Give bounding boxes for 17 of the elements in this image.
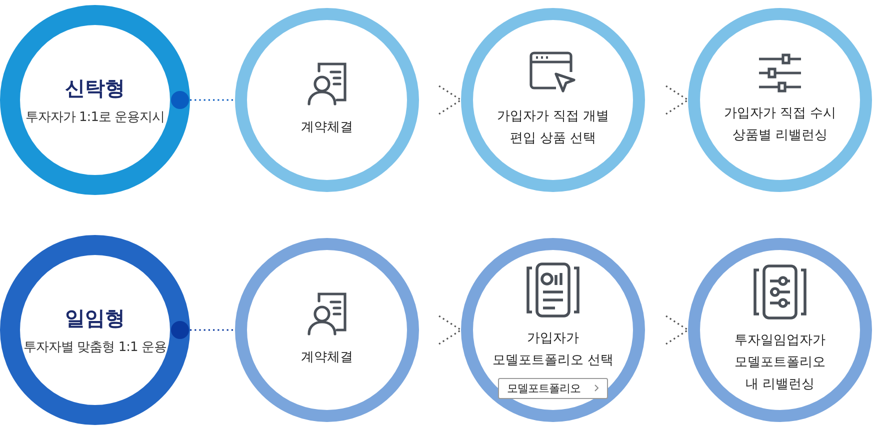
step-text: 투자일임업자가 모델포트폴리오 내 리밸런싱 [734, 332, 826, 394]
type-description: 투자자별 맞춤형 1:1 운용 [24, 338, 166, 356]
step-text: 가입자가 직접 수시 상품별 리밸런싱 [722, 105, 838, 145]
dotted-connector [171, 91, 235, 109]
type-title: 일임형 [65, 304, 125, 332]
chevron-arrow [666, 315, 690, 345]
step-text: 계약체결 [301, 349, 353, 367]
chevron-arrow [438, 315, 462, 345]
type-title: 신탁형 [65, 74, 125, 102]
chevron-arrow [438, 85, 462, 115]
type-description: 투자자가 1:1로 운용지시 [25, 108, 165, 126]
step-text: 계약체결 [301, 119, 353, 137]
link-button: 모델포트폴리오 [498, 378, 608, 398]
step-text: 가입자가 직접 개별 편입 상품 선택 [496, 108, 610, 148]
step-text: 가입자가 모델포트폴리오 선택 [491, 330, 615, 370]
dotted-connector [171, 321, 235, 339]
chevron-arrow [666, 85, 690, 115]
